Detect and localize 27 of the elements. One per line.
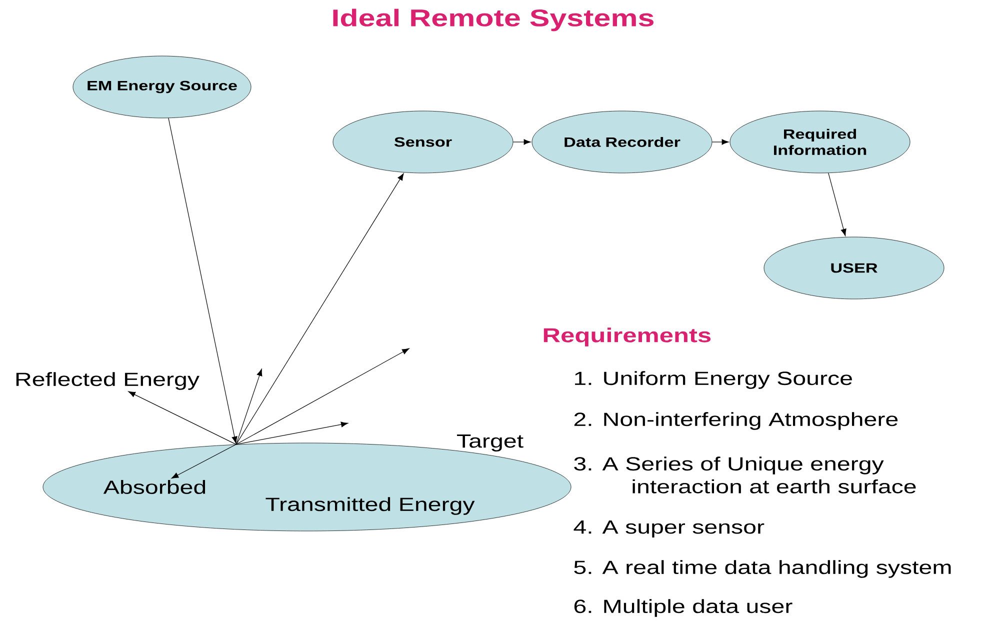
title: Ideal Remote Systems xyxy=(333,8,654,32)
arrow xyxy=(171,444,236,479)
arrow xyxy=(236,173,404,445)
label: Target xyxy=(457,434,524,452)
ellipse-node: Sensor xyxy=(332,110,514,174)
label: Transmitted Energy xyxy=(266,497,475,515)
list-item: 5. A real time data handling system xyxy=(574,560,951,578)
list-item: 6. Multiple data user xyxy=(574,599,792,617)
arrow xyxy=(512,139,531,145)
arrow xyxy=(128,391,236,445)
arrow xyxy=(828,172,846,236)
arrow xyxy=(236,368,262,445)
list-item: 1. Uniform Energy Source xyxy=(575,371,852,389)
ellipse-node: Data Recorder xyxy=(532,110,712,174)
arrow xyxy=(712,139,729,145)
ellipse-node: EM Energy Source xyxy=(72,56,252,118)
arrow xyxy=(236,348,410,445)
arrow xyxy=(236,422,348,445)
list-item: 4. A super sensor xyxy=(574,520,764,538)
ellipse-node: Required Information xyxy=(730,110,910,174)
arrow xyxy=(168,118,238,444)
label: Reflected Energy xyxy=(16,372,200,390)
list-item: 3. A Series of Unique energy interaction at earth surface xyxy=(574,456,916,494)
heading: Requirements xyxy=(544,328,711,346)
ellipse-node: USER xyxy=(764,236,944,300)
list-item: 2. Non-interfering Atmosphere xyxy=(574,412,898,430)
label: Absorbed xyxy=(103,480,206,494)
